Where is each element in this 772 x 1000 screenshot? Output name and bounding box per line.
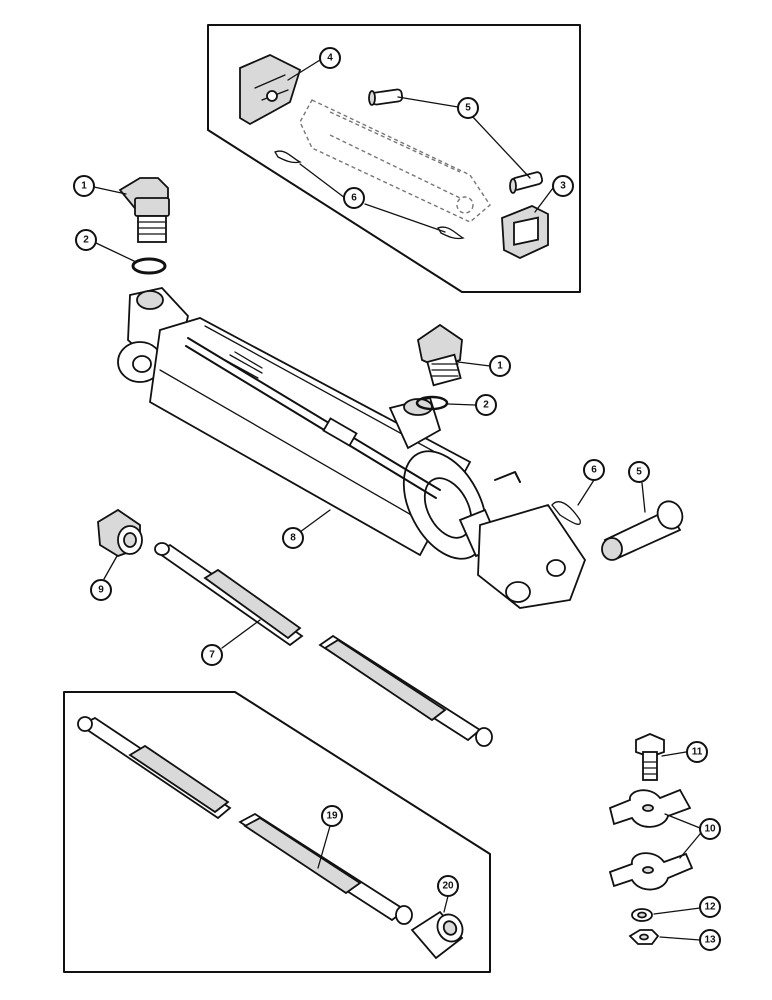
svg-text:12: 12 — [704, 902, 716, 913]
svg-text:2: 2 — [83, 235, 89, 246]
clip-part-6-upper — [274, 150, 302, 164]
callout-13: 13 — [699, 929, 721, 951]
pin-part-5-upper — [368, 88, 404, 106]
callout-20: 20 — [437, 875, 459, 897]
callout-4: 4 — [319, 47, 341, 69]
callout-11: 11 — [686, 741, 708, 763]
cylinder-outline-ghost — [299, 99, 491, 223]
inset-panel-bottom — [63, 691, 491, 973]
bracket-part-3 — [501, 205, 549, 259]
svg-text:2: 2 — [483, 400, 489, 411]
clamp-part-10-lower — [608, 852, 694, 891]
pin-part-5-lower — [509, 171, 544, 194]
o-ring-part-2-left — [131, 257, 167, 275]
o-ring-part-2-right — [415, 395, 449, 411]
svg-text:1: 1 — [497, 361, 503, 372]
svg-text:5: 5 — [636, 467, 642, 478]
callout-19: 19 — [321, 805, 343, 827]
elbow-fitting-part-1-left — [118, 177, 170, 243]
callout-1-right: 1 — [489, 355, 511, 377]
svg-text:4: 4 — [327, 53, 333, 64]
callout-1-left: 1 — [73, 175, 95, 197]
svg-text:10: 10 — [704, 824, 716, 835]
callout-2-left: 2 — [75, 229, 97, 251]
svg-text:8: 8 — [290, 533, 296, 544]
callout-12: 12 — [699, 896, 721, 918]
callout-10: 10 — [699, 818, 721, 840]
callout-2-right: 2 — [475, 394, 497, 416]
svg-text:20: 20 — [442, 881, 454, 892]
svg-text:1: 1 — [81, 181, 87, 192]
callout-8: 8 — [282, 527, 304, 549]
svg-text:7: 7 — [209, 650, 215, 661]
callout-9: 9 — [90, 579, 112, 601]
pin-part-5-right — [601, 500, 684, 561]
svg-text:11: 11 — [692, 747, 703, 758]
callout-6-right: 6 — [583, 459, 605, 481]
lock-washer-part-12 — [631, 908, 653, 922]
callout-5-top: 5 — [457, 97, 479, 119]
tube-part-7 — [154, 542, 493, 747]
svg-text:6: 6 — [351, 193, 357, 204]
bracket-part-4 — [239, 54, 302, 126]
svg-text:19: 19 — [326, 811, 338, 822]
clip-part-6-lower — [437, 226, 465, 240]
callout-5-right: 5 — [628, 461, 650, 483]
callout-6-top: 6 — [343, 187, 365, 209]
clamp-part-10-upper — [608, 788, 692, 828]
callout-7: 7 — [201, 644, 223, 666]
svg-text:6: 6 — [591, 465, 597, 476]
nut-part-13 — [628, 929, 660, 945]
tube-part-19 — [77, 716, 413, 925]
bolt-part-11 — [635, 733, 665, 781]
svg-text:9: 9 — [98, 585, 104, 596]
svg-text:5: 5 — [465, 103, 471, 114]
svg-text:13: 13 — [704, 935, 716, 946]
clip-part-6-right — [551, 501, 581, 525]
svg-text:3: 3 — [560, 181, 566, 192]
adapter-part-9 — [97, 508, 143, 557]
inset-panel-top — [207, 24, 581, 293]
coupling-part-20 — [410, 910, 464, 960]
hydraulic-cylinder-part-8 — [117, 287, 587, 609]
elbow-fitting-part-1-right — [417, 323, 463, 387]
callout-3: 3 — [552, 175, 574, 197]
